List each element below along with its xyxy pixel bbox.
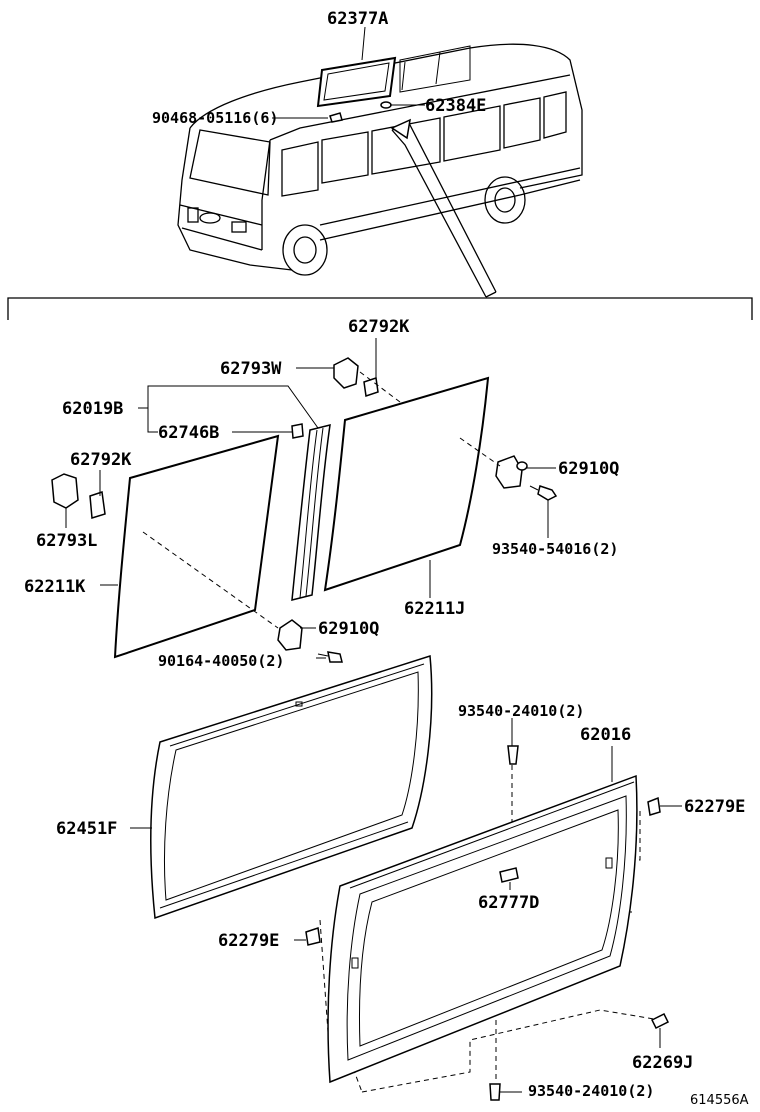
run-channel-62746B [291,424,331,601]
screw-93540-54016 [537,485,558,501]
exploded-parts [51,26,682,1101]
label-62451F: 62451F [56,819,117,839]
label-62377A: 62377A [327,9,388,29]
bus-illustration [177,43,583,298]
label-62019B: 62019B [62,399,123,419]
label-93540-24010-top: 93540-24010(2) [458,702,584,720]
bracket-62910Q-lower [277,619,303,651]
label-93540-54016: 93540-54016(2) [492,540,618,558]
latch-62793W [333,357,359,389]
label-62793W: 62793W [220,359,282,379]
label-62211J: 62211J [404,599,465,619]
label-62211K: 62211K [24,577,86,597]
stopper-62746B [291,423,304,439]
screw-93540-24010-bottom [489,1083,501,1101]
label-62746B: 62746B [158,423,219,443]
clip-62279E-left [305,927,321,946]
clip-62279E-right [647,796,661,816]
section-bracket [7,297,753,320]
label-90468-05116: 90468-05116(6) [152,109,278,127]
glass-62211K [113,434,280,659]
label-62279E-right: 62279E [684,797,745,817]
part-labels: 62377A 90468-05116(6) 62384E 62792K 6279… [24,9,749,1108]
glass-62211J [323,376,490,592]
label-62910Q-right: 62910Q [558,459,619,479]
stopper-62792K-top [363,377,379,397]
latch-62793L [51,473,79,509]
bracket-62777D [499,867,519,883]
frame-62451F [150,655,433,920]
label-62269J: 62269J [632,1053,693,1073]
label-62792K-left: 62792K [70,450,132,470]
label-93540-24010-bottom: 93540-24010(2) [528,1082,654,1100]
screw-90164-40050 [327,651,343,663]
label-62777D: 62777D [478,893,539,913]
bracket-62910Q-right [495,455,523,489]
label-90164-40050: 90164-40050(2) [158,652,284,670]
reference-number: 614556A [690,1093,749,1108]
screw-93540-24010-top [507,745,519,765]
label-62279E-left: 62279E [218,931,279,951]
frame-62016 [327,774,638,1084]
stopper-62792K-left [89,491,106,519]
label-62016: 62016 [580,725,631,745]
label-62384E: 62384E [425,96,486,116]
label-62910Q-lower: 62910Q [318,619,379,639]
label-62793L: 62793L [36,531,97,551]
pad-62269J [650,1012,670,1030]
label-62792K-top: 62792K [348,317,410,337]
